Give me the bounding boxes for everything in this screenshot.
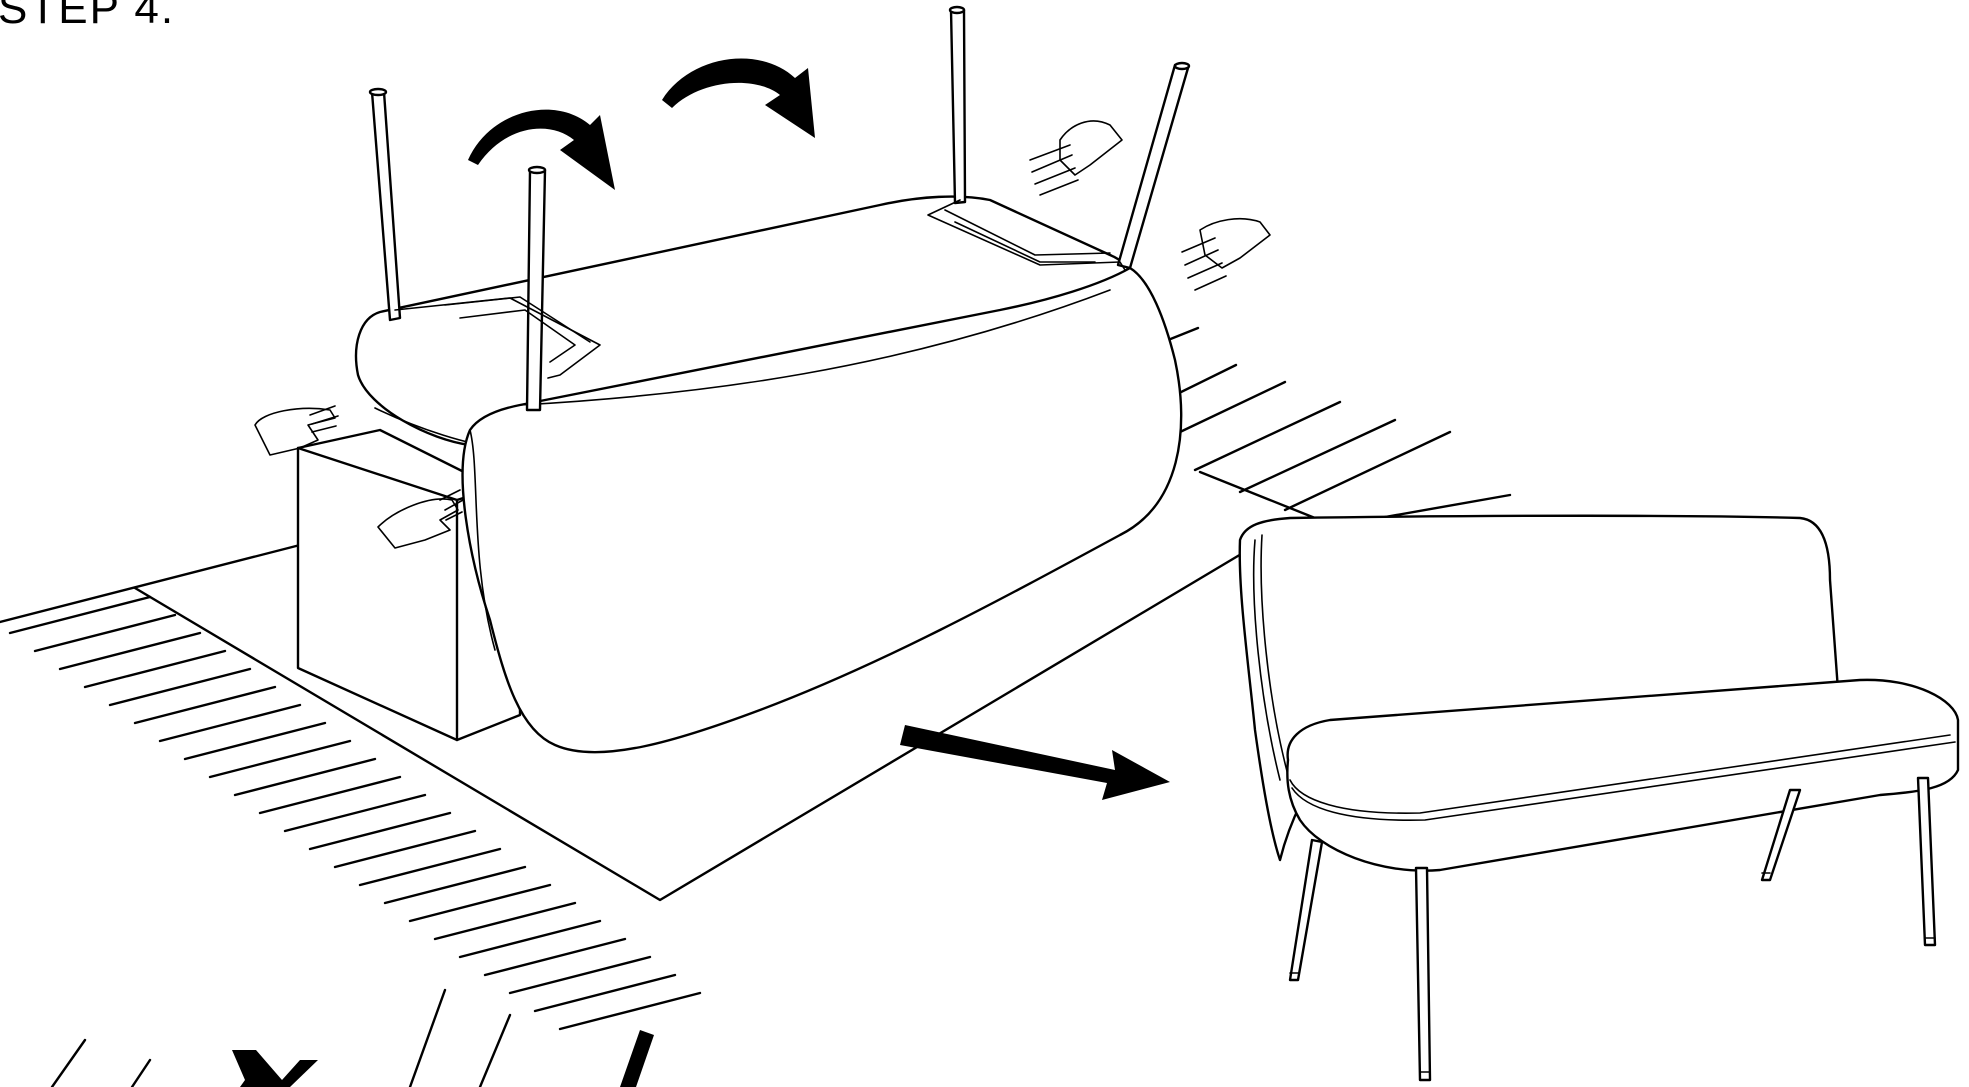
check-mark-icon	[620, 1030, 654, 1087]
legs-right-pair	[927, 5, 1191, 271]
curved-rotate-arrow-icon	[468, 109, 615, 190]
floor-rug	[0, 326, 1512, 1031]
wrong-placement-example	[50, 1038, 318, 1087]
step-title: STEP 4.	[0, 0, 176, 33]
upside-down-sofa	[354, 195, 1183, 754]
finished-sofa	[1238, 514, 1960, 1082]
cross-mark-icon	[232, 1050, 318, 1087]
right-placement-example	[408, 988, 654, 1087]
hand-icon	[1181, 217, 1271, 291]
hand-icon	[254, 405, 339, 456]
floor-hatching	[8, 326, 1512, 1031]
right-arrow-icon	[900, 725, 1170, 800]
legs-left-pair	[368, 87, 601, 412]
hand-icon	[377, 489, 464, 549]
hand-icon	[1029, 120, 1123, 196]
curved-rotate-arrow-icon	[662, 58, 815, 139]
